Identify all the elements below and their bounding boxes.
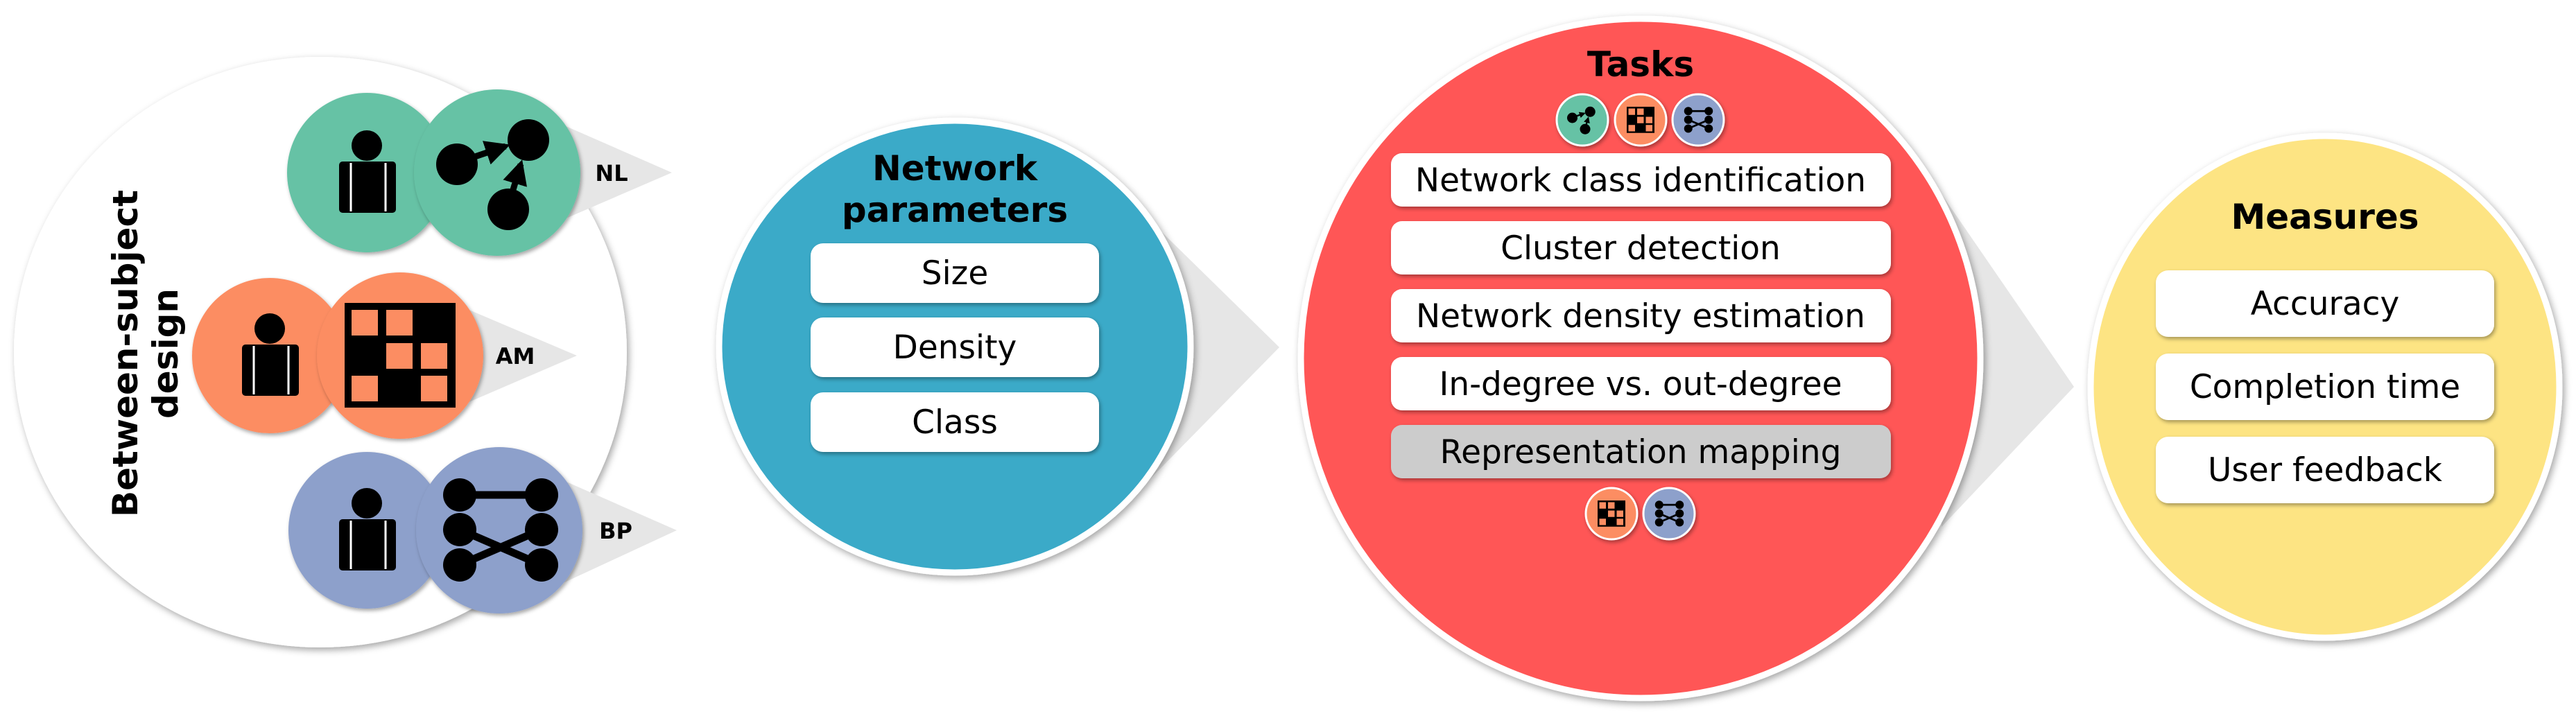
task-item: Network density estimation bbox=[1391, 289, 1891, 342]
parameter-density: Density bbox=[893, 329, 1017, 367]
parameter-class: Class bbox=[912, 403, 998, 442]
parameters-title-line2: parameters bbox=[842, 190, 1068, 230]
design-title: Between-subject bbox=[105, 190, 146, 517]
task-item-highlighted: Representation mapping bbox=[1391, 425, 1891, 478]
parameter-item: Density bbox=[811, 317, 1099, 377]
bp-pointer bbox=[562, 480, 677, 584]
group-nl: NL bbox=[287, 89, 672, 256]
task-label: Cluster detection bbox=[1501, 229, 1781, 268]
measure-item: Accuracy bbox=[2156, 270, 2494, 337]
measure-label: User feedback bbox=[2208, 451, 2443, 489]
measure-label: Completion time bbox=[2190, 368, 2460, 406]
task-item: Cluster detection bbox=[1391, 221, 1891, 275]
task-label: In-degree vs. out-degree bbox=[1439, 365, 1842, 403]
tasks-title: Tasks bbox=[1587, 44, 1694, 85]
network-parameters-panel: Network parameters Size Density Class bbox=[716, 117, 1194, 576]
pointer-tasks-to-measures bbox=[1942, 194, 2074, 527]
adjacency-matrix-icon bbox=[1598, 500, 1625, 527]
task-label: Representation mapping bbox=[1440, 433, 1842, 471]
task-item: Network class identification bbox=[1391, 153, 1891, 207]
tasks-representation-icons bbox=[1555, 93, 1725, 147]
parameters-title: Network bbox=[872, 148, 1039, 189]
adjacency-matrix-icon bbox=[345, 303, 456, 408]
parameter-item: Class bbox=[811, 392, 1099, 452]
between-subject-design-panel: Between-subject design NL AM BP bbox=[14, 57, 677, 647]
mapping-representation-icons bbox=[1584, 487, 1696, 541]
measure-item: Completion time bbox=[2156, 354, 2494, 420]
measure-label: Accuracy bbox=[2251, 285, 2400, 323]
adjacency-matrix-icon bbox=[1627, 107, 1654, 133]
task-item: In-degree vs. out-degree bbox=[1391, 357, 1891, 410]
measure-item: User feedback bbox=[2156, 437, 2494, 503]
nl-label: NL bbox=[595, 160, 628, 186]
group-am: AM bbox=[192, 272, 577, 439]
parameter-size: Size bbox=[922, 254, 988, 293]
measures-panel: Measures Accuracy Completion time User f… bbox=[2087, 132, 2563, 641]
measures-title: Measures bbox=[2231, 197, 2419, 237]
parameter-item: Size bbox=[811, 243, 1099, 303]
task-label: Network density estimation bbox=[1416, 297, 1865, 336]
am-label: AM bbox=[496, 343, 535, 369]
group-bp: BP bbox=[288, 447, 677, 613]
task-label: Network class identification bbox=[1415, 162, 1866, 200]
tasks-panel: Tasks Network class identification Clust… bbox=[1297, 15, 1984, 702]
bp-label: BP bbox=[599, 518, 632, 544]
am-pointer bbox=[458, 305, 577, 407]
nl-pointer bbox=[555, 121, 672, 223]
design-title-line2: design bbox=[146, 288, 186, 419]
